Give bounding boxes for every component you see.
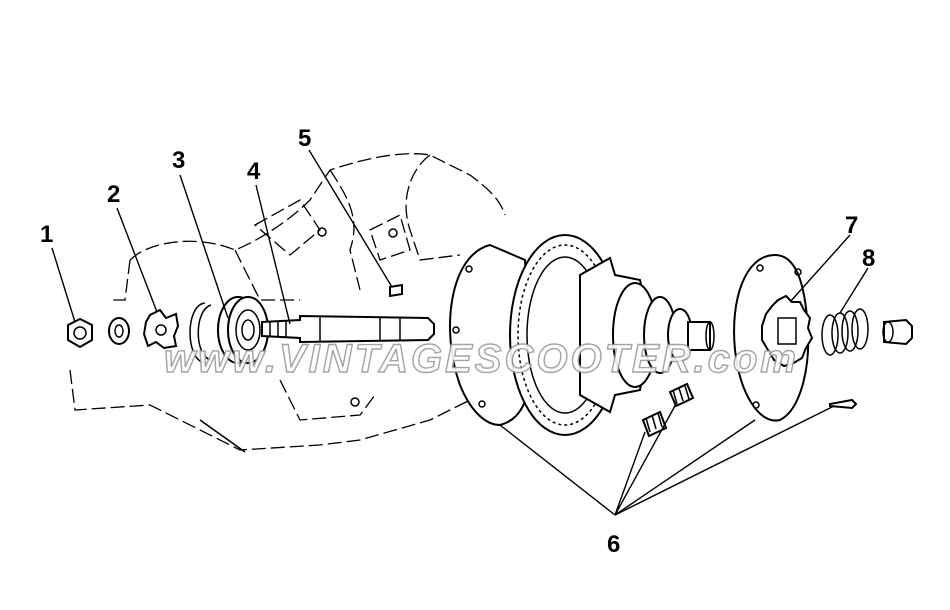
callout-2: 2: [107, 181, 120, 208]
spring-part: [821, 308, 869, 356]
pin-part: [829, 398, 858, 410]
woodruff-key-part: [389, 283, 403, 298]
callout-7: 7: [845, 212, 858, 239]
circlip-part: [189, 302, 212, 364]
cap-part: [882, 318, 913, 346]
small-spring-part-2: [668, 382, 695, 408]
callout-8: 8: [862, 245, 875, 272]
small-spring-part: [641, 410, 668, 438]
callout-1: 1: [40, 221, 53, 248]
nut-part: [67, 317, 93, 349]
callout-3: 3: [172, 147, 185, 174]
callout-5: 5: [298, 125, 311, 152]
callout-4: 4: [247, 158, 261, 185]
sprocket-part: [761, 294, 814, 368]
engine-casing-outline: [69, 153, 506, 453]
shaft-part: [261, 314, 435, 344]
clutch-gear-cluster-part: [579, 256, 715, 414]
tab-washer-part: [142, 308, 180, 350]
leader-lines: [51, 149, 869, 516]
callout-6: 6: [607, 531, 620, 558]
washer-part: [108, 317, 130, 345]
watermark-text: www.VINTAGESCOOTER.com: [164, 337, 799, 381]
